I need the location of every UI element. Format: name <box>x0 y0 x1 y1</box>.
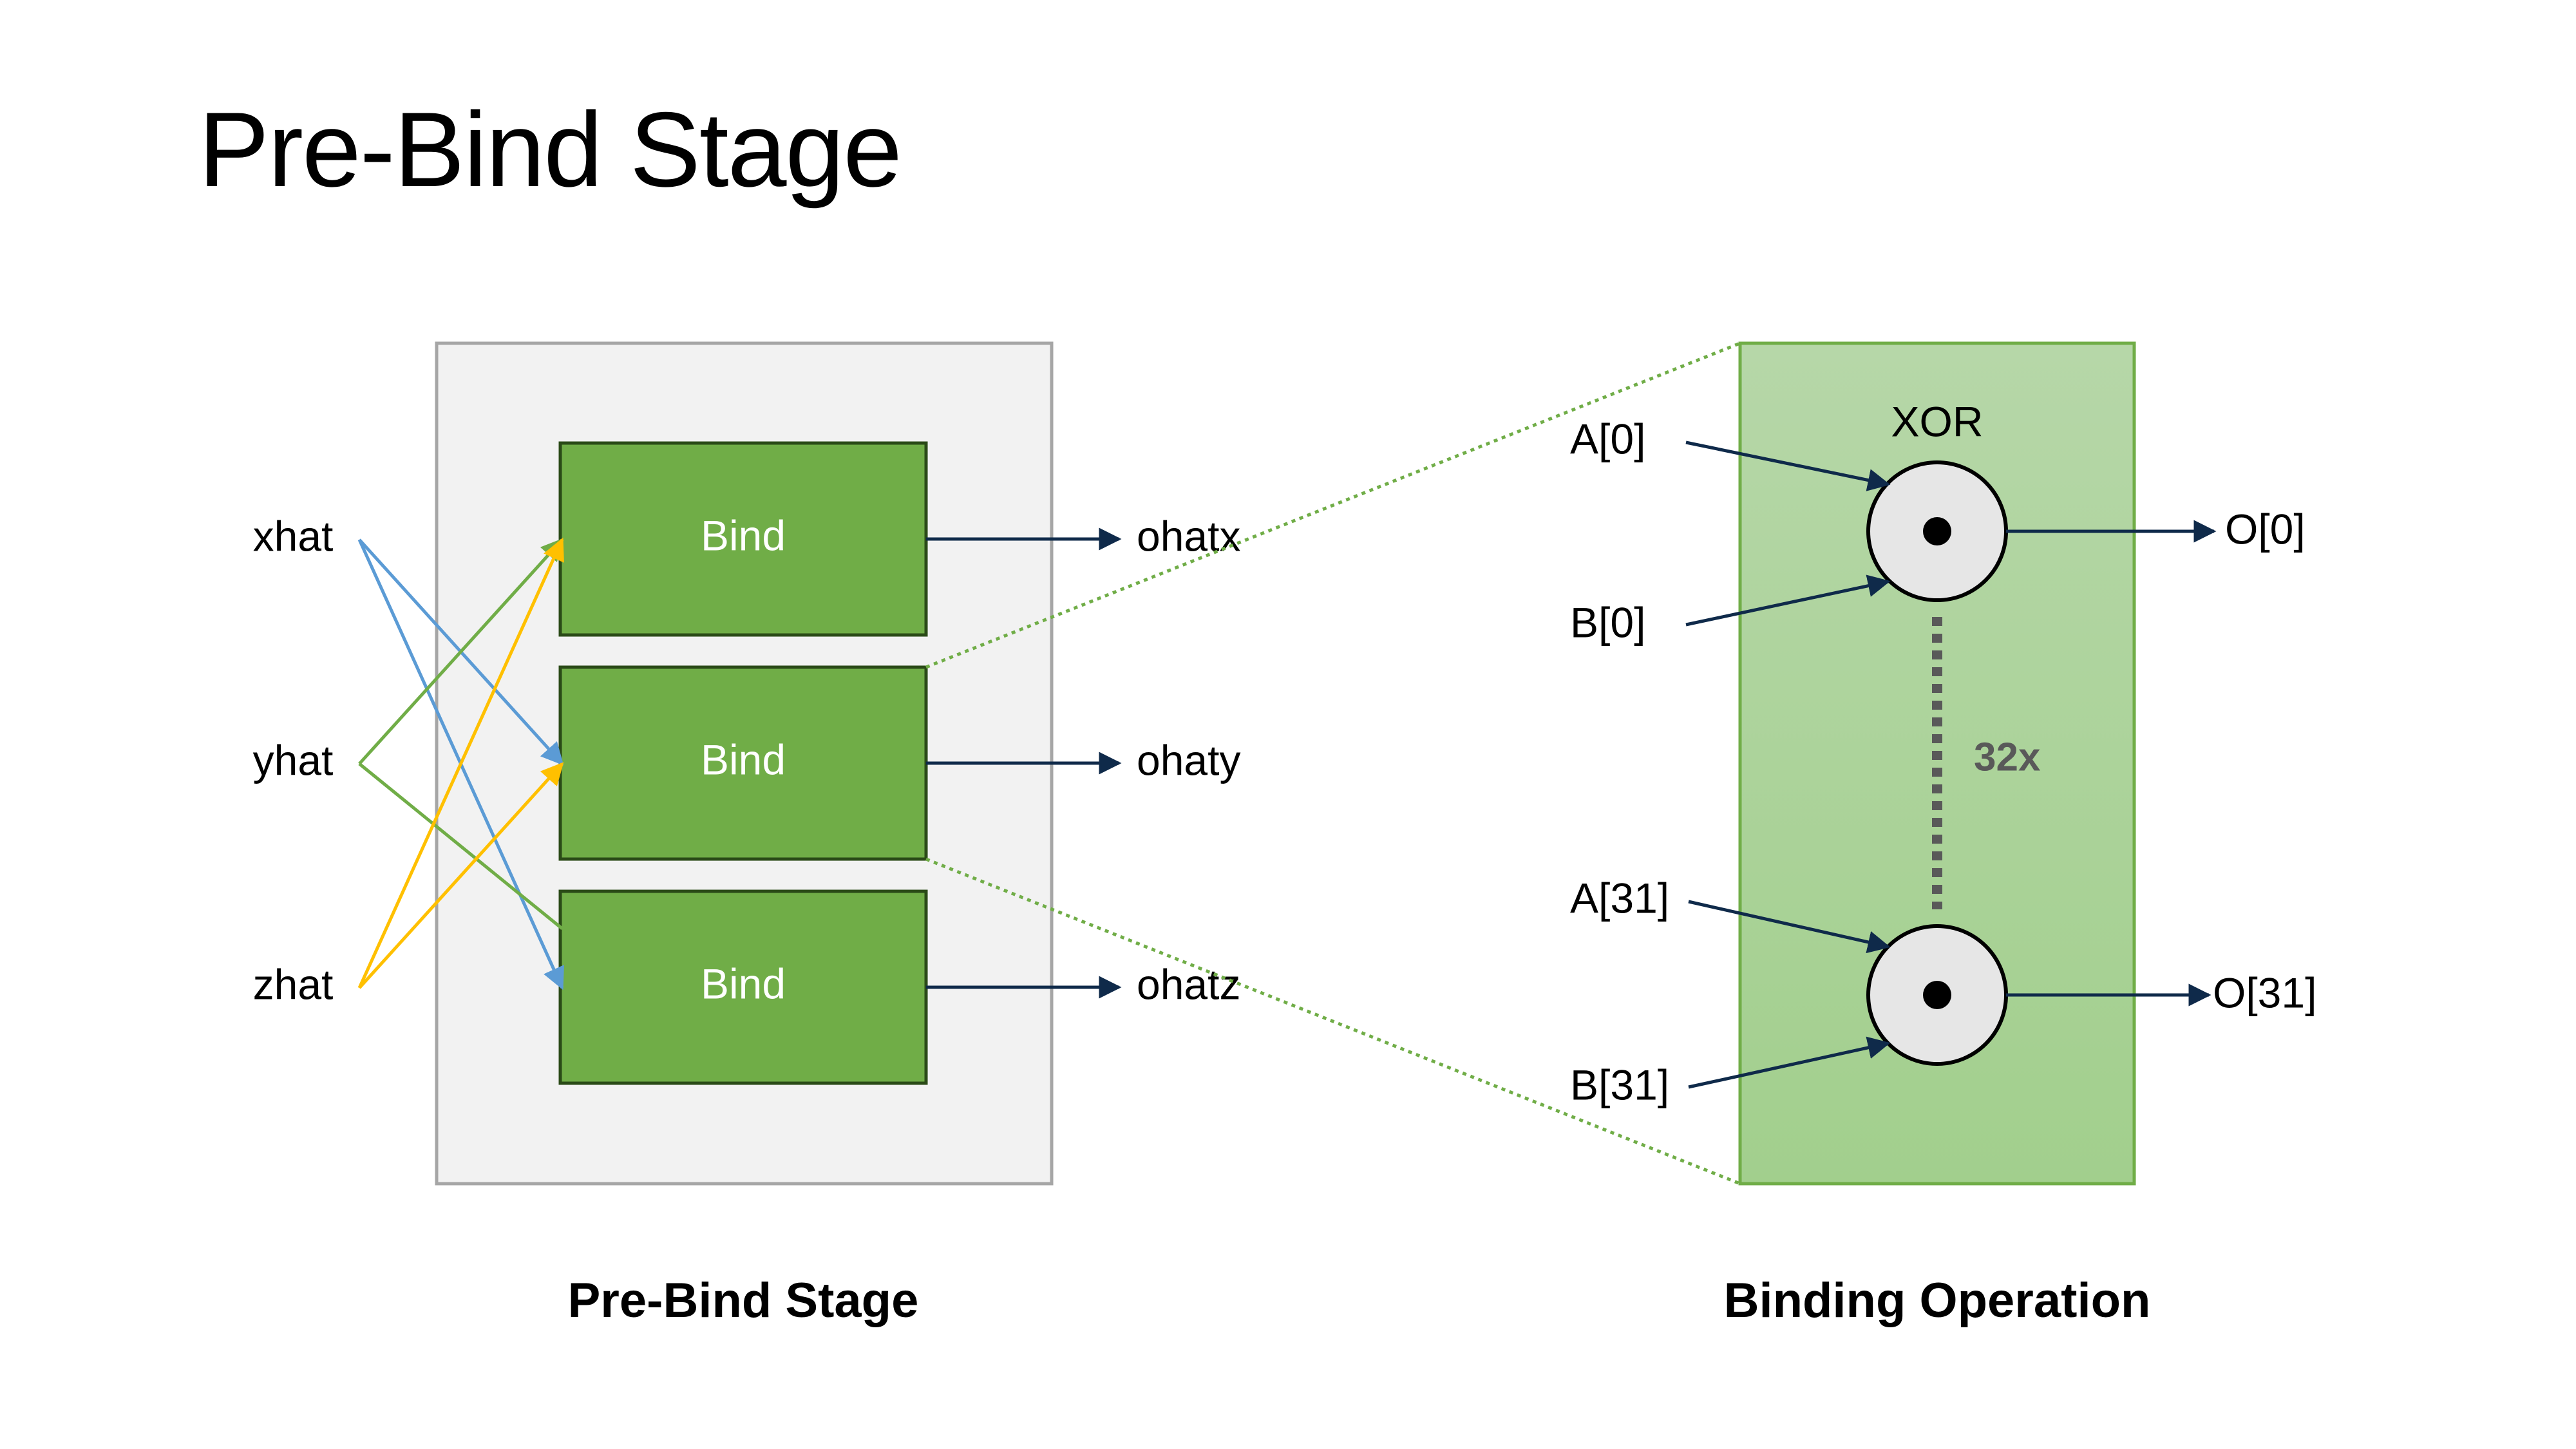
bind-block-1: Bind <box>558 441 928 637</box>
zoom-line-top <box>925 341 1741 669</box>
arrow-b0 <box>1685 574 1891 627</box>
input-label-b31: B[31] <box>1570 1061 1669 1108</box>
input-label-a31: A[31] <box>1570 874 1669 922</box>
wire-yhat-to-bind-3 <box>358 762 564 930</box>
output-label-o31: O[31] <box>2213 969 2316 1016</box>
xor-label: XOR <box>1891 397 1983 445</box>
zoom-line-bottom <box>925 857 1741 1186</box>
arrow-a0 <box>1685 440 1891 491</box>
arrow-b31 <box>1688 1036 1891 1089</box>
pre-bind-stage-caption: Pre-Bind Stage <box>568 1273 919 1328</box>
bind-block-3: Bind <box>558 889 928 1085</box>
xor-gate-bottom <box>1866 924 2008 1066</box>
bind-block-3-label: Bind <box>701 960 786 1007</box>
wire-zhat-to-bind-1 <box>357 537 564 989</box>
xor-dot-bottom <box>1923 981 1951 1009</box>
xor-dot-top <box>1923 517 1951 545</box>
slide-title: Pre-Bind Stage <box>198 90 902 209</box>
output-label-ohaty: ohaty <box>1137 736 1240 784</box>
wire-zhat-to-bind-2 <box>358 762 564 989</box>
input-label-b0: B[0] <box>1570 598 1645 646</box>
output-label-ohatx: ohatx <box>1137 512 1240 560</box>
xor-gate-top <box>1866 460 2008 602</box>
input-label-xhat: xhat <box>253 512 334 560</box>
bind-block-2-label: Bind <box>701 735 786 783</box>
input-label-yhat: yhat <box>253 736 334 784</box>
input-label-zhat: zhat <box>253 960 334 1008</box>
input-label-a0: A[0] <box>1570 415 1645 462</box>
output-label-o0: O[0] <box>2225 505 2306 553</box>
binding-operation-caption: Binding Operation <box>1724 1273 2151 1328</box>
arrow-a31 <box>1688 900 1891 954</box>
bind-block-2: Bind <box>558 665 928 861</box>
output-label-ohatz: ohatz <box>1137 960 1240 1008</box>
bind-block-1-label: Bind <box>701 511 786 559</box>
wire-yhat-to-bind-1 <box>358 538 564 765</box>
repeat-count-label: 32x <box>1974 735 2041 779</box>
